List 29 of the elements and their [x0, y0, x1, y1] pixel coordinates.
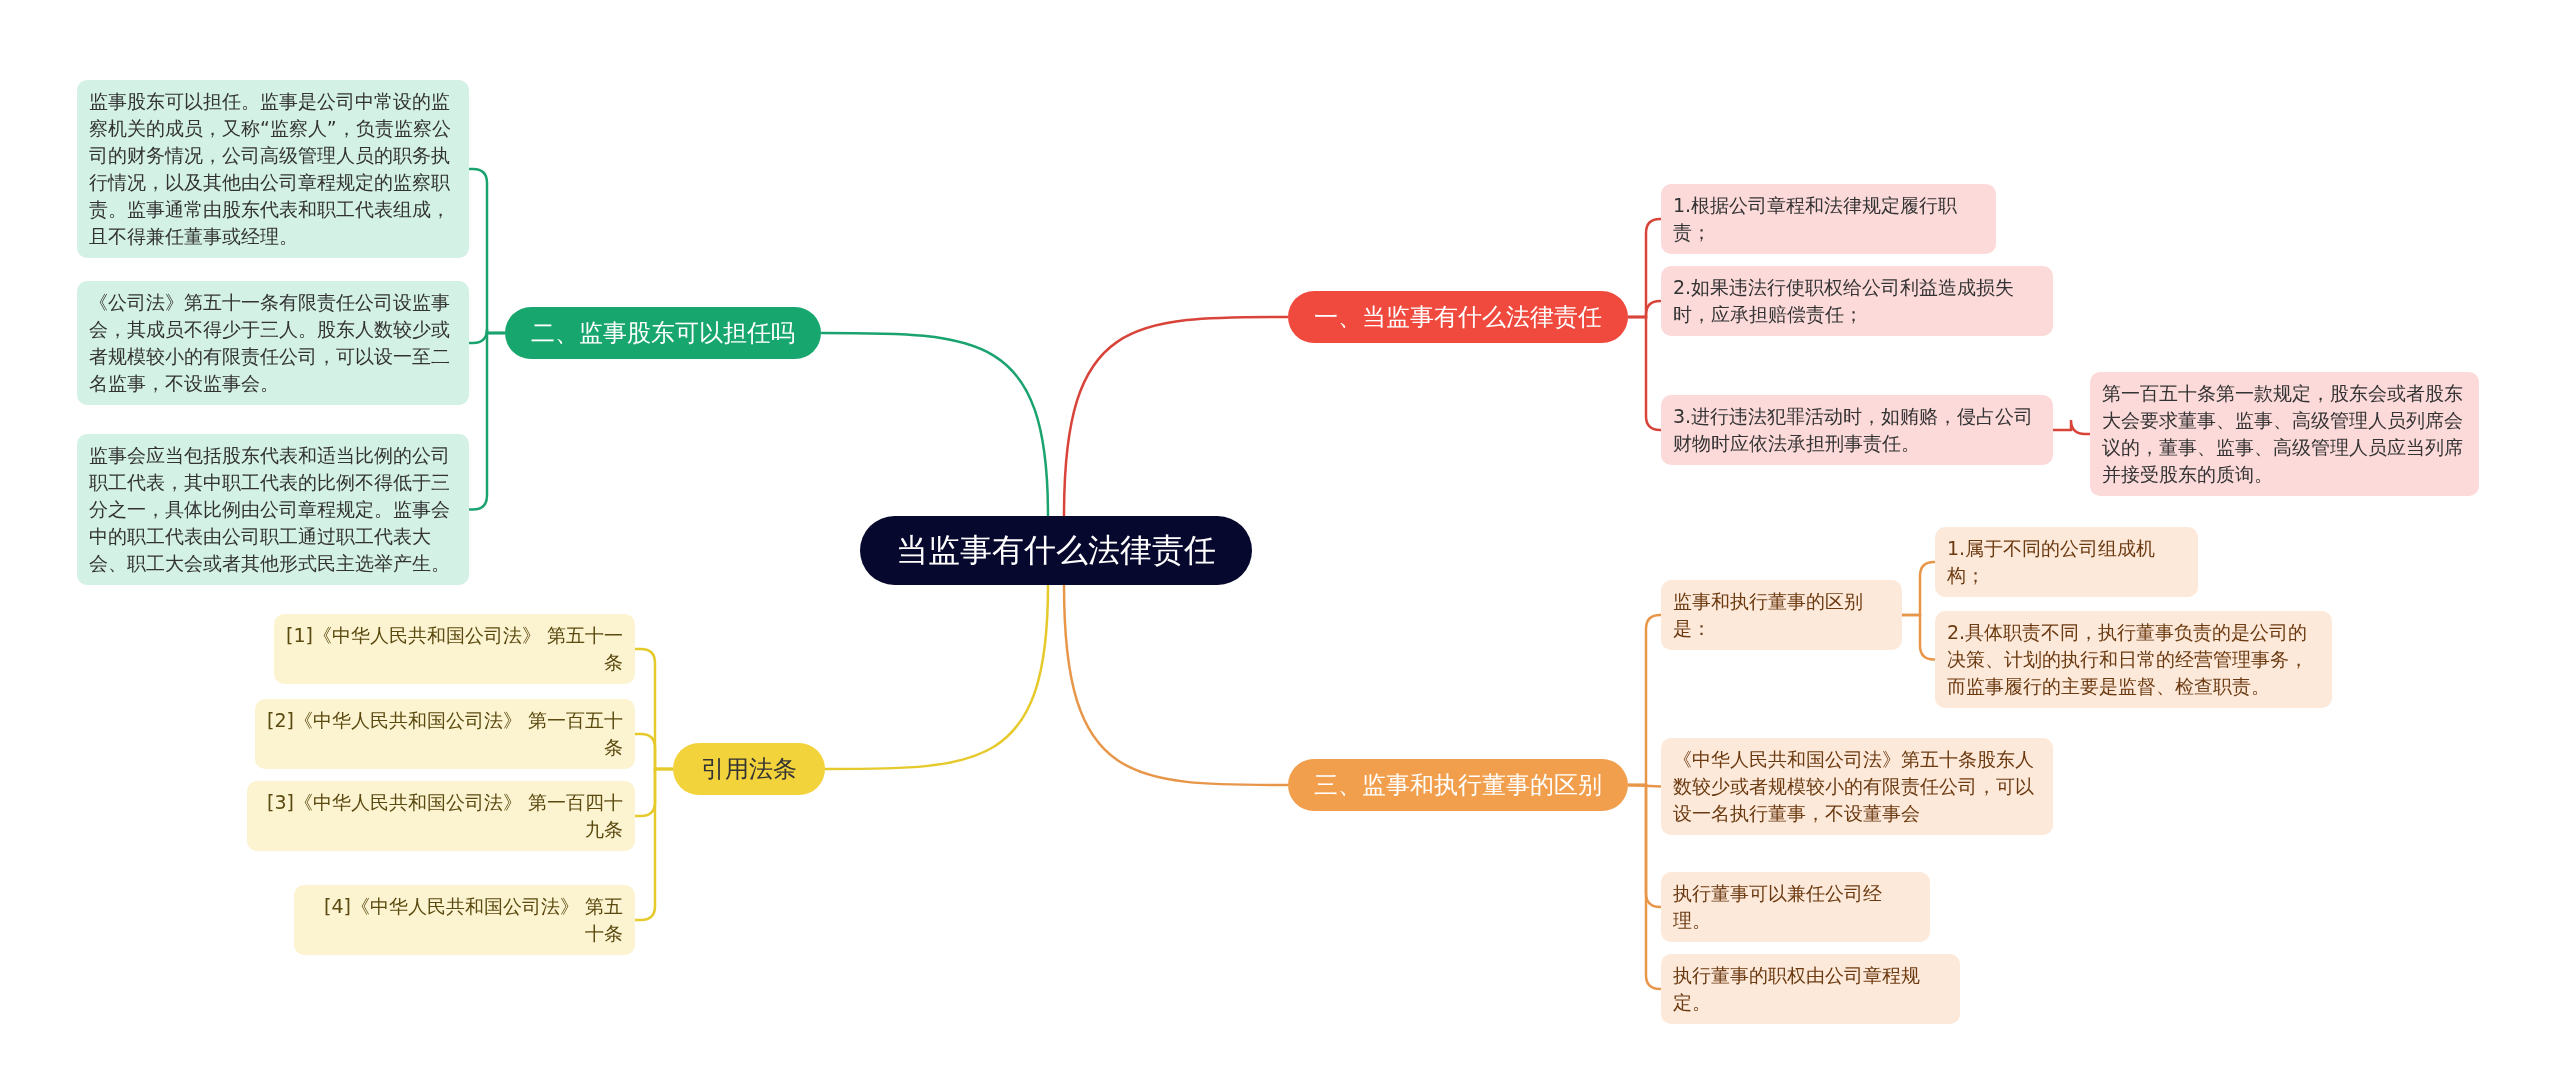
subtopic-box: 2.具体职责不同，执行董事负责的是公司的决策、计划的执行和日常的经营管理事务，而监事履行的主要是监督、检查职责。 — [1935, 611, 2332, 708]
subtopic-box: 执行董事可以兼任公司经理。 — [1661, 872, 1930, 942]
central-topic: 当监事有什么法律责任 — [860, 516, 1252, 586]
subtopic-box: 监事股东可以担任。监事是公司中常设的监察机关的成员，又称“监察人”，负责监察公司的财务情况，公司高级管理人员的职务执行情况，以及其他由公司章程规定的监察职责。监事通常由股东代表和职工代表组成，且不得兼任董事或经理。 — [77, 80, 469, 258]
connector-line — [1902, 613, 1936, 661]
subtopic-box: [3]《中华人民共和国公司法》 第一百四十九条 — [247, 781, 635, 851]
subtopic-box: [4]《中华人民共和国公司法》 第五十条 — [294, 885, 635, 955]
topic-box: 二、监事股东可以担任吗 — [505, 307, 821, 360]
subtopic-box: 2.如果违法行使职权给公司利益造成损失时，应承担赔偿责任； — [1661, 266, 2053, 336]
subtopic-box: [2]《中华人民共和国公司法》 第一百五十条 — [255, 699, 635, 769]
connector-line — [821, 331, 1050, 517]
subtopic-box: 1.属于不同的公司组成机构； — [1935, 527, 2198, 597]
topic-box: 引用法条 — [673, 743, 825, 796]
topic-box: 一、当监事有什么法律责任 — [1288, 291, 1628, 344]
subtopic-box: 《中华人民共和国公司法》第五十条股东人数较少或者规模较小的有限责任公司，可以设一名执行董事，不设董事会 — [1661, 738, 2053, 835]
connector-line — [1062, 315, 1288, 517]
subtopic-box: 3.进行违法犯罪活动时，如贿赂，侵占公司财物时应依法承担刑事责任。 — [1661, 395, 2053, 465]
subtopic-box: [1]《中华人民共和国公司法》 第五十一条 — [274, 614, 635, 684]
subtopic-box: 监事和执行董事的区别是： — [1661, 580, 1902, 650]
subtopic-box: 执行董事的职权由公司章程规定。 — [1661, 954, 1960, 1024]
connector-line — [825, 584, 1050, 771]
subtopic-box: 1.根据公司章程和法律规定履行职责； — [1661, 184, 1996, 254]
connector-line — [1628, 783, 1662, 991]
connector-line — [1062, 584, 1288, 787]
subtopic-box: 第一百五十条第一款规定，股东会或者股东大会要求董事、监事、高级管理人员列席会议的，董事、监事、高级管理人员应当列席并接受股东的质询。 — [2090, 372, 2479, 496]
connector-line — [2053, 418, 2090, 436]
subtopic-box: 《公司法》第五十一条有限责任公司设监事会，其成员不得少于三人。股东人数较少或者规模较小的有限责任公司，可以设一至二名监事，不设监事会。 — [77, 281, 469, 405]
subtopic-box: 监事会应当包括股东代表和适当比例的公司职工代表，其中职工代表的比例不得低于三分之一，具体比例由公司章程规定。监事会中的职工代表由公司职工通过职工代表大会、职工大会或者其他形式民主选举产生。 — [77, 434, 469, 585]
topic-box: 三、监事和执行董事的区别 — [1288, 759, 1628, 812]
